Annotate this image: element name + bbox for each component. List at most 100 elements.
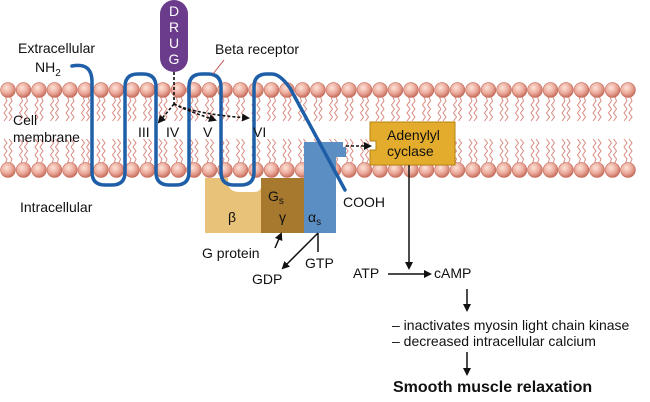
lipid-tail: [452, 138, 458, 164]
lipid-tail: [34, 138, 39, 164]
lipid-tail: [344, 96, 349, 122]
beta-subunit-label: β: [228, 209, 236, 225]
lipid-tail: [499, 96, 504, 122]
lipid-head: [93, 162, 109, 178]
effect-calcium: – decreased intracellular calcium: [392, 333, 596, 349]
lipid-tail: [349, 96, 354, 122]
lipid-head: [62, 82, 78, 98]
lipid-tail: [194, 138, 199, 164]
lipid-tail: [328, 96, 334, 122]
lipid-tail: [530, 96, 535, 122]
lipid-tail: [581, 138, 587, 164]
lipid-tail: [406, 96, 411, 122]
lipid-head: [201, 82, 218, 98]
drug-molecule[interactable]: [160, 0, 188, 72]
lipid-tail: [54, 138, 60, 164]
drug-letter-u: U: [169, 35, 179, 51]
lipid-head: [93, 82, 109, 98]
lipid-head: [310, 82, 326, 98]
lipid-tail: [132, 138, 137, 164]
lipid-head: [527, 82, 543, 98]
lipid-tail: [287, 138, 292, 164]
lipid-tail: [313, 96, 318, 122]
lipid-head: [387, 82, 404, 98]
lipid-head: [46, 82, 63, 98]
intracellular-label: Intracellular: [20, 199, 93, 215]
lipid-tail: [65, 96, 70, 122]
lipid-tail: [163, 138, 168, 164]
extracellular-label: Extracellular: [18, 40, 95, 56]
lipid-tail: [592, 138, 597, 164]
cell-label: Cell: [13, 112, 37, 128]
gtp-label: GTP: [305, 255, 334, 271]
lipid-tail: [297, 138, 303, 164]
lipid-tail: [49, 138, 55, 164]
lipid-head: [139, 82, 156, 98]
lipid-tail: [473, 138, 478, 164]
lipid-tail: [514, 96, 520, 122]
lipid-head: [108, 162, 125, 178]
lipid-tail: [550, 96, 556, 122]
lipid-tail: [349, 138, 354, 164]
lipid-head: [496, 82, 512, 98]
lipid-tail: [209, 96, 215, 122]
lipid-head: [434, 82, 450, 98]
lipid-head: [124, 162, 140, 178]
beta-receptor-label: Beta receptor: [215, 41, 299, 57]
lipid-tail: [204, 138, 210, 164]
lipid-head: [465, 162, 481, 178]
lipid-tail: [437, 96, 442, 122]
lipid-tail: [519, 96, 525, 122]
helix-v-label: V: [203, 124, 213, 140]
lipid-head: [356, 82, 373, 98]
lipid-tail: [116, 96, 122, 122]
lipid-tail: [178, 96, 184, 122]
nh2-label: NH2: [35, 59, 61, 79]
lipid-heads-inner-layer: [0, 162, 636, 178]
lipid-tail: [581, 96, 587, 122]
lipid-tail: [158, 96, 163, 122]
lipid-tail: [189, 96, 194, 122]
lipid-head: [232, 82, 249, 98]
lipid-head: [0, 82, 16, 98]
lipid-tail: [127, 96, 132, 122]
lipid-head: [480, 162, 497, 178]
lipid-tail: [504, 138, 509, 164]
g-protein-pointer: [274, 232, 283, 249]
camp-label: cAMP: [434, 265, 471, 281]
lipid-head: [403, 82, 419, 98]
effect-myosin-kinase: – inactivates myosin light chain kinase: [392, 317, 630, 333]
lipid-tail: [85, 96, 91, 122]
lipid-tail: [256, 96, 261, 122]
lipid-tail: [23, 138, 29, 164]
lipid-tail: [535, 96, 540, 122]
lipid-tail: [65, 138, 70, 164]
adenylyl-label: Adenylyl: [387, 127, 440, 143]
lipid-tail: [132, 96, 137, 122]
helix-iv-label: IV: [166, 124, 180, 140]
lipid-head: [511, 82, 528, 98]
lipid-head: [139, 162, 156, 178]
lipid-head: [589, 162, 605, 178]
lipid-tail: [101, 96, 106, 122]
lipid-tail: [623, 138, 628, 164]
gamma-subunit-label: γ: [279, 209, 286, 225]
lipid-tail: [282, 138, 287, 164]
lipid-tail: [147, 138, 153, 164]
lipid-tail: [240, 138, 246, 164]
lipid-tail: [23, 96, 29, 122]
lipid-tail: [468, 96, 473, 122]
gdp-arrow: [281, 232, 319, 270]
lipid-head: [62, 162, 78, 178]
g-protein-alpha-subunit: [304, 142, 346, 233]
lipid-head: [31, 82, 47, 98]
lipid-tail: [101, 138, 106, 164]
lipid-tail: [612, 138, 618, 164]
lipid-head: [573, 162, 590, 178]
lipid-tail: [442, 96, 447, 122]
adenylyl-cyclase-box: [369, 121, 456, 166]
lipid-head: [46, 162, 63, 178]
lipid-tail: [18, 96, 24, 122]
cooh-label: COOH: [343, 194, 385, 210]
lipid-head: [527, 162, 543, 178]
